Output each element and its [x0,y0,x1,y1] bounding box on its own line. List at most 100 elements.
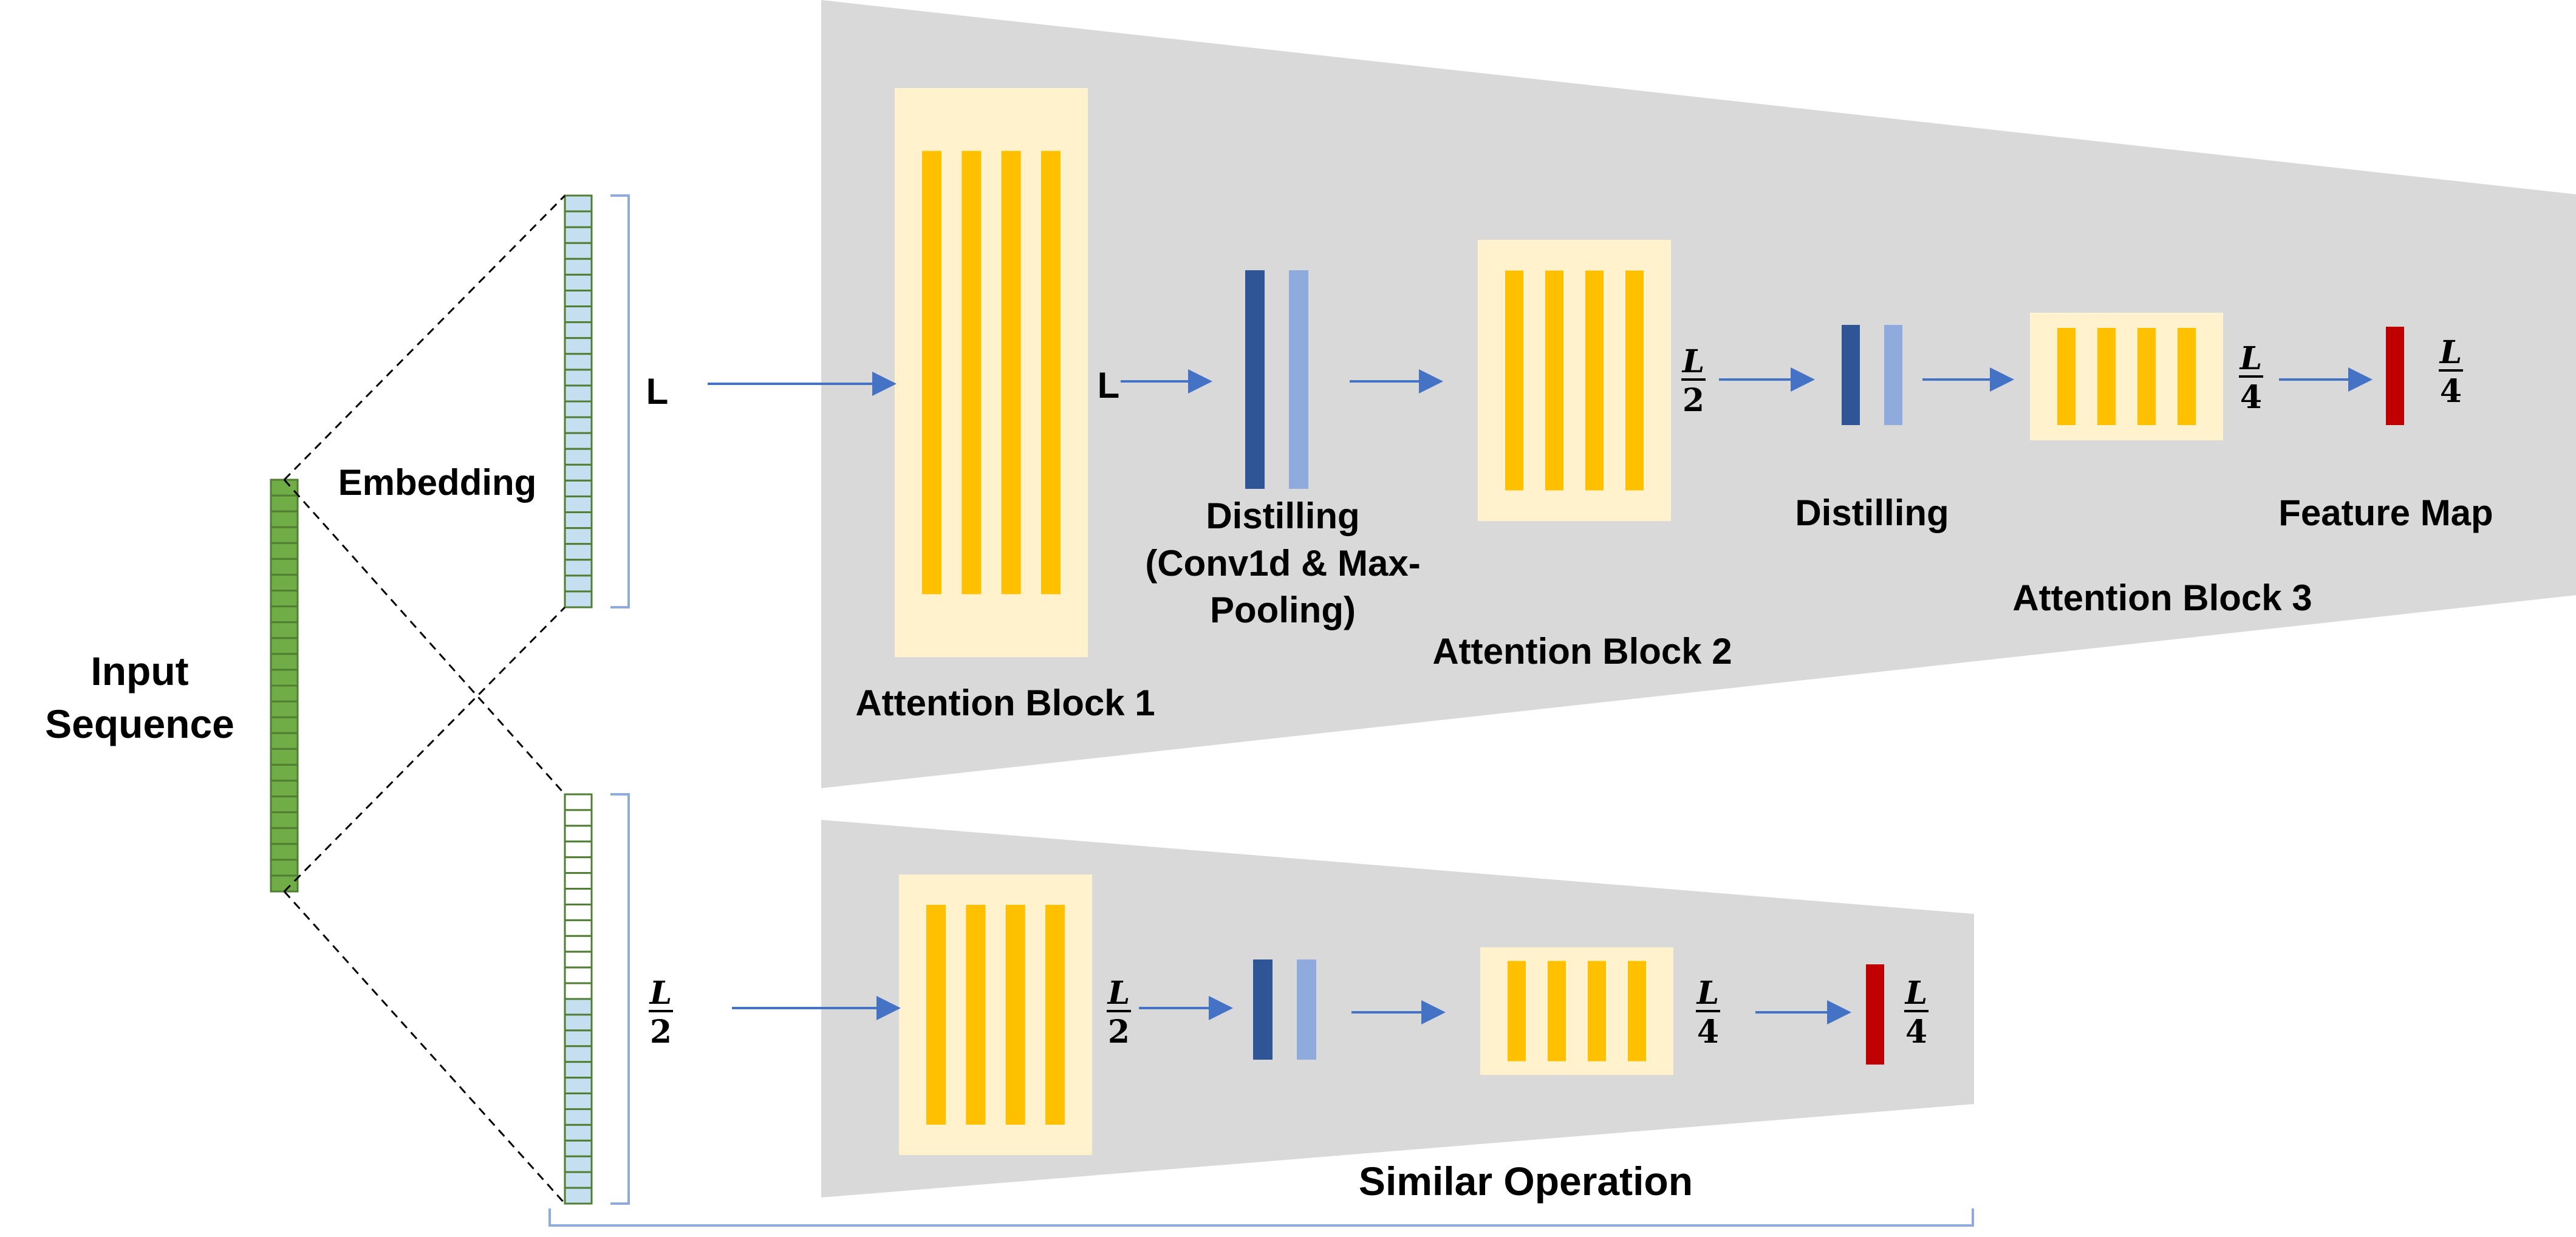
attention-block-half-1 [899,874,1092,1155]
sequence-cell [564,321,593,339]
input-sequence-label-line2: Sequence [45,701,234,746]
embedding-projection-lines [283,194,566,1205]
sequence-cell [270,605,299,624]
attention-block-2 [1478,240,1671,521]
sequence-cell [564,559,593,577]
sequence-cell [270,653,299,671]
sequence-cell [564,289,593,308]
fraction-numerator: L [2239,340,2263,377]
sequence-cell [270,526,299,544]
feature-map [2386,327,2404,425]
attention-block-3-label: Attention Block 3 [2012,578,2312,618]
sequence-cell [270,510,299,528]
sequence-cell [564,1014,593,1032]
distilling-label-line3: Pooling) [1210,590,1356,630]
sequence-cell [270,779,299,798]
distilling-layer-2 [1842,325,1902,425]
sequence-cell [564,210,593,228]
sequence-cell [270,874,299,893]
sequence-cell [564,511,593,530]
sequence-cell [564,1045,593,1063]
sequence-cell [564,840,593,859]
attention-block-1-label: Attention Block 1 [855,683,1155,723]
similar-operation-label: Similar Operation [1359,1159,1693,1204]
sequence-cell [564,1139,593,1157]
attention-layer-bar [1045,905,1065,1125]
length-bracket-full [610,194,630,608]
sequence-cell [270,479,299,497]
sequence-cell [564,1108,593,1126]
sequence-cell [270,796,299,814]
attention-block-half-2 [1480,947,1673,1075]
sequence-cell [564,903,593,921]
sequence-cell [270,732,299,750]
flow-arrows [708,367,2373,1024]
input-sequence-label-line1: Input [91,649,188,693]
sequence-cell [564,793,593,811]
sequence-cell [564,226,593,244]
attention-layer-bar [966,905,986,1125]
sequence-cell [270,827,299,845]
attention-layer-bar [1628,961,1646,1062]
fraction-numerator: L [649,975,672,1012]
half-stack-panel [821,820,1974,1198]
sequence-cell [564,950,593,969]
sequence-cell [564,888,593,905]
sequence-cell [564,825,593,843]
sequence-cell [564,590,593,608]
fraction-denominator: 2 [1683,382,1704,419]
attention-block-3 [2030,313,2223,440]
sequence-cell [564,872,593,890]
attention-layer-bar [1005,905,1025,1125]
attention-layer-bar [2097,328,2116,425]
fraction-denominator: 4 [1905,1014,1927,1051]
feature-map-label: Feature Map [2278,492,2493,533]
sequence-cell [270,590,299,608]
sequence-cell [270,637,299,655]
sequence-cell [564,1171,593,1189]
sequence-cell [564,432,593,450]
fraction-numerator: L [1904,975,1928,1012]
sequence-cell [270,573,299,592]
block1-output-length: L [1098,365,1120,406]
sequence-cell [564,257,593,276]
fraction-numerator: L [2439,334,2462,371]
sequence-cell [564,305,593,324]
fraction-denominator: 4 [2240,379,2262,416]
attention-layer-bar [1588,961,1606,1062]
distilling-label-line1: Distilling [1206,496,1359,536]
sequence-cell [564,1092,593,1110]
length-label-L: L [646,371,669,412]
sequence-cell [270,748,299,766]
sequence-cell [270,763,299,782]
attention-layer-bar [1001,151,1021,595]
sequence-cell [564,1029,593,1048]
distilling-label-2: Distilling [1795,492,1949,533]
sequence-cell [270,542,299,560]
attention-layer-bar [926,905,946,1125]
distilling-layer-1 [1245,270,1308,489]
sequence-cell [564,809,593,827]
attention-layer-bar [1585,270,1604,491]
fraction-denominator: 4 [1697,1014,1719,1051]
sequence-cell [564,194,593,213]
sequence-cell [270,700,299,718]
fraction-denominator: 2 [1108,1014,1130,1051]
main-stack-panel [821,0,2576,788]
sequence-cell [564,384,593,403]
embedding-column-full [564,194,593,608]
fraction-denominator: 4 [2440,373,2462,410]
sequence-cell [270,621,299,639]
attention-layer-bar [962,151,982,595]
fraction-numerator: L [1107,975,1130,1012]
attention-layer-bar [2057,328,2075,425]
sequence-cell [270,684,299,703]
fraction-denominator: 2 [650,1014,672,1051]
sequence-cell [564,463,593,482]
sequence-cell [564,400,593,418]
attention-layer-bar [1508,961,1526,1062]
sequence-cell [270,859,299,877]
sequence-cell [270,557,299,576]
fraction-numerator: L [1681,343,1705,380]
sequence-cell [270,843,299,861]
